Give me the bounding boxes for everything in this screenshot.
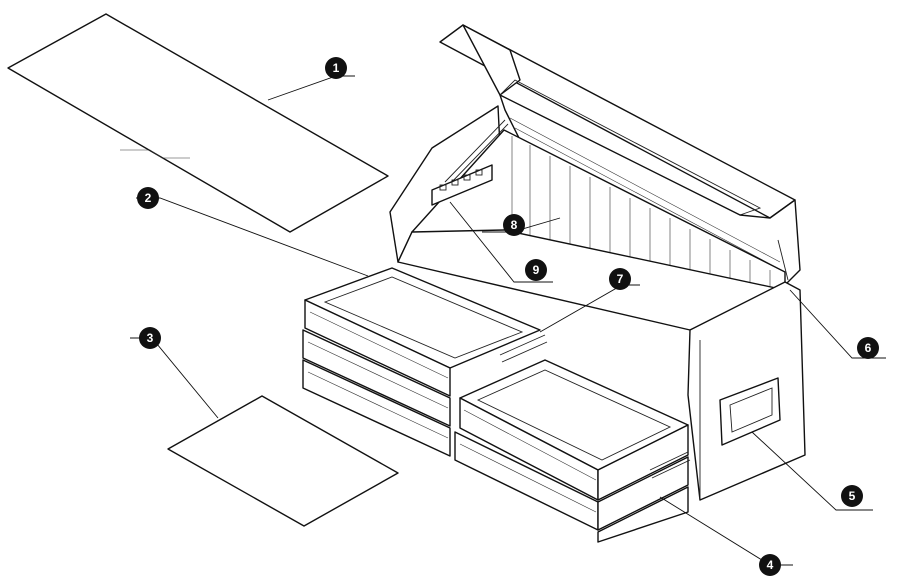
power-strip [431, 164, 493, 206]
callout-9-number: 9 [533, 263, 540, 277]
top-liner-mat [7, 13, 389, 233]
callout-1-number: 1 [333, 61, 340, 75]
callout-4-number: 4 [767, 558, 774, 572]
chest-body [389, 105, 806, 501]
drawers-right [454, 334, 691, 543]
callout-3: 3 [139, 327, 161, 349]
side-handle [719, 377, 781, 446]
callout-7: 7 [609, 268, 631, 290]
drawer-liner-mat [167, 395, 399, 527]
callout-2-number: 2 [145, 191, 152, 205]
callout-3-number: 3 [147, 331, 154, 345]
callout-6-number: 6 [865, 341, 872, 355]
callout-4: 4 [759, 554, 781, 576]
chest-lid [439, 24, 801, 286]
callout-7-number: 7 [617, 272, 624, 286]
callout-5-number: 5 [849, 489, 856, 503]
callout-8-number: 8 [511, 218, 518, 232]
callout-2: 2 [137, 187, 159, 209]
callout-1: 1 [325, 57, 347, 79]
callout-5: 5 [841, 485, 863, 507]
callout-8: 8 [503, 214, 525, 236]
callout-6: 6 [857, 337, 879, 359]
drawers-left [302, 267, 541, 457]
callout-9: 9 [525, 259, 547, 281]
